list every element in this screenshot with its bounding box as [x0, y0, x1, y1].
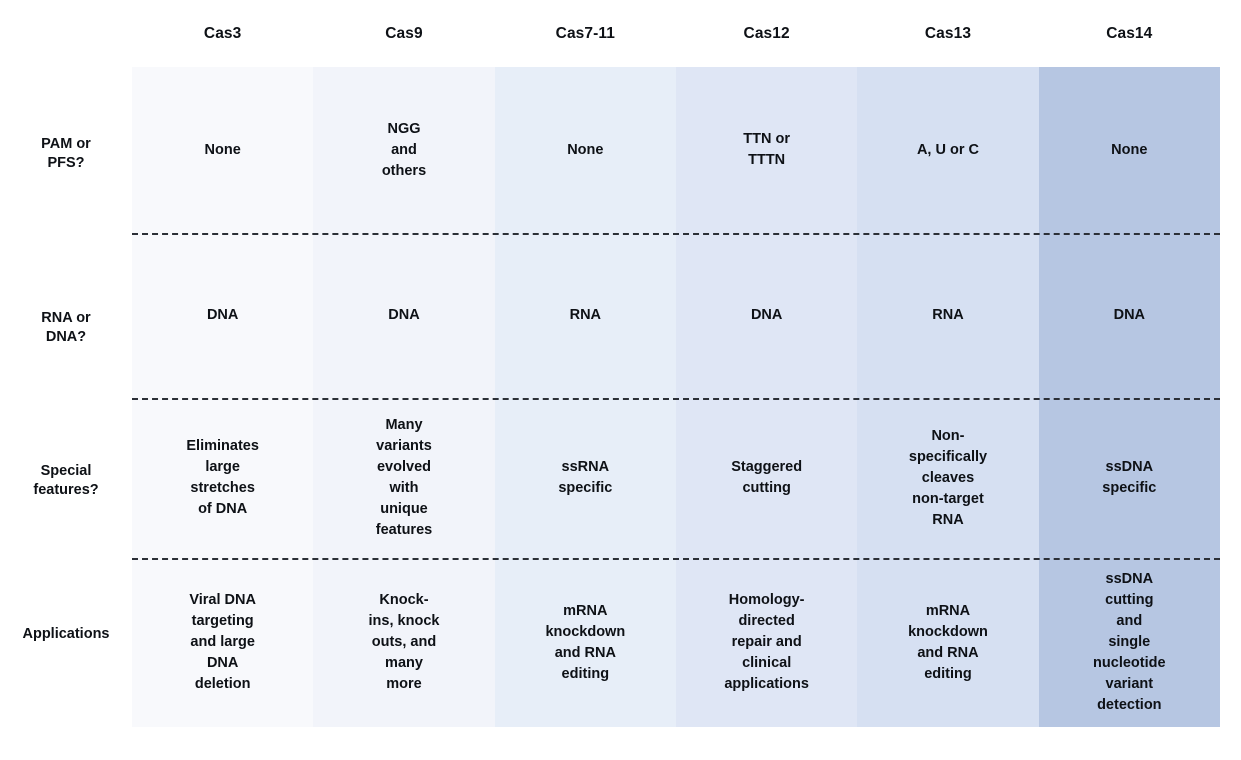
- row-separator-2: [132, 398, 1220, 400]
- cell-pam-cas9: NGG and others: [381, 120, 427, 179]
- cell-rnadna-cas13: RNA: [932, 307, 964, 323]
- cell-applications-cas14: ssDNA cutting and single nucleotide vari…: [1093, 571, 1166, 713]
- cell-special-cas13: Non- specifically cleaves non-target RNA: [908, 427, 988, 528]
- cell-special-cas7-11: ssRNA specific: [558, 459, 613, 496]
- column-header-cas12: Cas12: [743, 24, 790, 42]
- cell-rnadna-cas9: DNA: [388, 307, 420, 323]
- cell-applications-cas12: Homology- directed repair and clinical a…: [724, 592, 809, 692]
- column-band-cas9: [313, 67, 495, 727]
- cell-special-cas12: Staggered cutting: [731, 459, 803, 496]
- row-label-applications: Applications: [22, 626, 110, 642]
- cell-special-cas9: Many variants evolved with unique featur…: [375, 417, 433, 538]
- column-band-cas13: [857, 67, 1039, 727]
- column-header-cas3: Cas3: [203, 24, 242, 42]
- table-row-pam-or-pfs: None NGG and others None TTN or TTTN A, …: [132, 67, 1220, 233]
- cell-pam-cas3: None: [204, 141, 241, 158]
- cell-special-cas3: Eliminates large stretches of DNA: [186, 438, 259, 517]
- cell-applications-cas9: Knock- ins, knock outs, and many more: [368, 592, 440, 692]
- column-band-cas12: [675, 67, 858, 727]
- row-label-column: PAM or PFS? RNA or DNA? Special features…: [0, 67, 132, 727]
- column-header-cas13: Cas13: [924, 24, 972, 42]
- table-row-special-features: Eliminates large stretches of DNA Many v…: [132, 398, 1220, 558]
- row-label-special-features: Special features?: [33, 463, 99, 498]
- cell-rnadna-cas3: DNA: [206, 307, 239, 323]
- table-row-rna-or-dna: DNA DNA RNA DNA RNA DNA: [132, 233, 1220, 398]
- cell-applications-cas7-11: mRNA knockdown and RNA editing: [545, 602, 626, 682]
- cell-pam-cas14: None: [1111, 141, 1148, 158]
- cell-pam-cas13: A, U or C: [916, 141, 979, 158]
- row-separator-3: [132, 558, 1220, 560]
- cell-pam-cas12: TTN or TTTN: [743, 131, 790, 168]
- column-header-cas14: Cas14: [1106, 24, 1153, 42]
- cell-rnadna-cas14: DNA: [1113, 307, 1146, 323]
- table-row-applications: Viral DNA targeting and large DNA deleti…: [132, 558, 1220, 727]
- column-shading-bands: [132, 67, 1220, 727]
- row-label-pam-or-pfs: PAM or PFS?: [41, 136, 91, 171]
- column-header-cas7-11: Cas7-11: [555, 24, 615, 42]
- cell-rnadna-cas12: DNA: [750, 307, 783, 323]
- row-separator-1: [132, 233, 1220, 235]
- cell-applications-cas3: Viral DNA targeting and large DNA deleti…: [189, 592, 256, 692]
- column-header-cas9: Cas9: [385, 24, 423, 42]
- cell-pam-cas7-11: None: [567, 141, 604, 158]
- table-body: None NGG and others None TTN or TTTN A, …: [132, 67, 1220, 727]
- table-header-row: Cas3 Cas9 Cas7-11 Cas12 Cas13 Cas14: [132, 0, 1220, 67]
- cell-special-cas14: ssDNA specific: [1102, 459, 1157, 496]
- cell-rnadna-cas7-11: RNA: [569, 307, 602, 323]
- column-band-cas3: [132, 67, 314, 727]
- column-band-cas14: [1038, 67, 1220, 727]
- row-label-rna-or-dna: RNA or DNA?: [41, 310, 91, 345]
- cell-applications-cas13: mRNA knockdown and RNA editing: [908, 602, 988, 682]
- column-band-cas7-11: [494, 67, 676, 727]
